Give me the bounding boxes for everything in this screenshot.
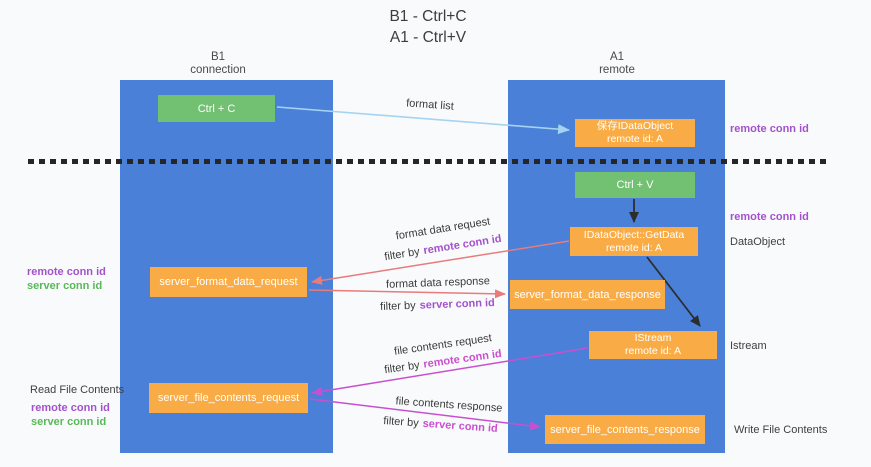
session-separator: [28, 159, 831, 164]
save-dataobject-line2: remote id: A: [606, 133, 664, 145]
filter-by-text: filter by: [382, 415, 420, 430]
format-list-label: format list: [405, 97, 455, 113]
lifeline-a1-name: A1: [609, 51, 625, 63]
server-format-data-response-node: server_format_data_response: [510, 280, 665, 309]
server-file-contents-response-node: server_file_contents_response: [545, 415, 705, 444]
filter-by-text: filter by: [379, 299, 416, 313]
server-conn-id-key: server conn id: [422, 417, 499, 435]
diagram-title: B1 - Ctrl+C A1 - Ctrl+V: [328, 6, 528, 48]
getdata-line1: IDataObject::GetData: [583, 228, 685, 241]
save-dataobject-node: 保存IDataObject remote id: A: [575, 119, 695, 147]
ctrl-v-node: Ctrl + V: [575, 172, 695, 198]
istream-annotation: Istream: [730, 340, 767, 352]
ctrl-c-label: Ctrl + C: [197, 102, 236, 115]
server-file-contents-request-label: server_file_contents_request: [157, 392, 300, 404]
dataobject-annotation: DataObject: [730, 236, 786, 248]
ctrl-v-label: Ctrl + V: [616, 179, 654, 191]
write-file-contents-annotation: Write File Contents: [734, 424, 828, 436]
filter-by-text: filter by: [383, 359, 421, 377]
remote-conn-id-key: remote conn id: [422, 232, 503, 258]
left-server-conn-id-format: server conn id: [27, 280, 103, 292]
istream-line1: IStream: [634, 332, 672, 344]
lifeline-b1-role: connection: [190, 64, 246, 76]
right-remote-conn-id-mid: remote conn id: [730, 211, 809, 223]
format-data-response-label: format data response: [385, 275, 491, 291]
ctrl-c-node: Ctrl + C: [158, 95, 275, 122]
file-contents-response-label: file contents response: [395, 395, 503, 415]
server-format-data-request-label: server_format_data_request: [159, 276, 298, 288]
server-file-contents-request-node: server_file_contents_request: [149, 383, 308, 413]
format-data-response-arrow: [308, 289, 506, 299]
server-format-data-response-label: server_format_data_response: [514, 288, 661, 301]
save-dataobject-line1: 保存IDataObject: [596, 120, 674, 132]
left-server-conn-id-file: server conn id: [31, 416, 107, 428]
server-file-contents-response-label: server_file_contents_response: [550, 423, 700, 436]
istream-node: IStream remote id: A: [589, 331, 717, 359]
filter-by-text: filter by: [383, 245, 421, 264]
read-file-contents-annotation: Read File Contents: [30, 384, 125, 396]
getdata-line2: remote id: A: [605, 241, 663, 254]
istream-line2: remote id: A: [624, 345, 682, 357]
server-conn-id-key: server conn id: [419, 297, 496, 312]
lifeline-header-b1: B1 connection: [138, 51, 298, 77]
right-remote-conn-id-top: remote conn id: [730, 123, 809, 135]
title-line-2: A1 - Ctrl+V: [389, 29, 467, 46]
left-remote-conn-id-format: remote conn id: [27, 266, 106, 278]
lifeline-b1-name: B1: [210, 51, 226, 63]
left-remote-conn-id-file: remote conn id: [31, 402, 110, 414]
getdata-node: IDataObject::GetData remote id: A: [570, 227, 698, 256]
server-format-data-request-node: server_format_data_request: [150, 267, 307, 297]
title-line-1: B1 - Ctrl+C: [389, 8, 467, 25]
lifeline-header-a1: A1 remote: [537, 51, 697, 77]
lifeline-a1-role: remote: [599, 64, 635, 76]
